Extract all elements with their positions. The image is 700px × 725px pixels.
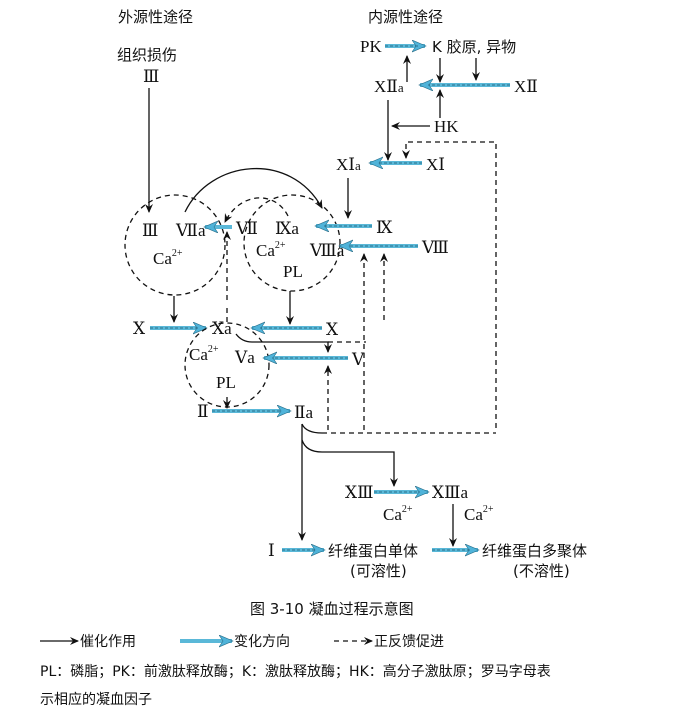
factor-IIa: Ⅱa <box>294 403 314 422</box>
legend-catalysis-label: 催化作用 <box>80 634 136 650</box>
factor-XIIIa: ⅩⅢa <box>432 483 468 502</box>
factor-V: Ⅴ <box>351 350 365 369</box>
feedback-arrow-to-XI <box>402 141 497 428</box>
factor-Xa: Ⅹa <box>212 319 232 338</box>
factor-HK: HK <box>434 117 459 136</box>
factor-XI: XⅠ <box>426 155 445 174</box>
factor-VIIIa: Ⅷa <box>309 241 345 260</box>
factor-III: Ⅲ <box>142 221 158 240</box>
factor-IXa: Ⅸa <box>275 219 299 238</box>
factor-K-collagen: K 胶原, 异物 <box>432 38 516 56</box>
fibrin-monomer-soluble: (可溶性) <box>350 562 407 580</box>
factor-XII: XⅡ <box>514 77 538 96</box>
calcium-ion: Ca2+ <box>383 504 413 524</box>
factor-I: Ⅰ <box>268 541 275 560</box>
factor-X-intrinsic: Ⅹ <box>326 320 339 339</box>
factor-Va: Ⅴa <box>234 348 255 367</box>
legend-conversion-label: 变化方向 <box>234 634 290 650</box>
factor-X-extrinsic: Ⅹ <box>133 319 146 338</box>
figure-caption: 图 3-10 凝血过程示意图 <box>250 600 414 618</box>
factor-XIII: ⅩⅢ <box>345 483 374 502</box>
factor-III-top: Ⅲ <box>143 67 159 86</box>
tissue-factor-complex-circle <box>124 194 226 296</box>
factor-XIa: XⅠa <box>336 155 361 174</box>
catalysis-arc-VIIa-to-IX <box>184 167 323 213</box>
calcium-ion: Ca2+ <box>153 248 183 268</box>
legend-feedback-label: 正反馈促进 <box>374 634 444 650</box>
phospholipid: PL <box>216 373 236 392</box>
fibrin-polymer-insoluble: (不溶性) <box>513 562 570 580</box>
tissue-injury-label: 组织损伤 <box>117 46 177 64</box>
fibrin-polymer: 纤维蛋白多聚体 <box>482 542 587 560</box>
catalysis-arrow-IIa-to-XIII <box>301 439 398 487</box>
fibrin-monomer: 纤维蛋白单体 <box>328 542 418 560</box>
factor-VIII: Ⅷ <box>421 238 449 257</box>
phospholipid: PL <box>283 262 303 281</box>
intrinsic-pathway-header: 内源性途径 <box>368 8 443 26</box>
abbreviation-note-line2: 示相应的凝血因子 <box>40 691 152 708</box>
extrinsic-pathway-header: 外源性途径 <box>118 8 193 26</box>
calcium-ion: Ca2+ <box>256 240 286 260</box>
abbreviation-note-line1: PL：磷脂；PK：前激肽释放酶；K：激肽释放酶；HK：高分子激肽原；罗马字母表 <box>40 663 551 680</box>
catalysis-arrow-Xa-to-V <box>235 333 332 353</box>
thrombin-feedback-start <box>301 423 323 434</box>
factor-II: Ⅱ <box>197 402 209 421</box>
calcium-ion: Ca2+ <box>464 504 494 524</box>
calcium-ion: Ca2+ <box>189 344 219 364</box>
factor-VIIa: Ⅶa <box>175 221 206 240</box>
factor-IX: Ⅸ <box>376 218 393 237</box>
feedback-arc-IXa-to-VII <box>224 197 289 223</box>
factor-PK: PK <box>360 37 382 56</box>
factor-XIIa: XⅡa <box>374 77 404 96</box>
